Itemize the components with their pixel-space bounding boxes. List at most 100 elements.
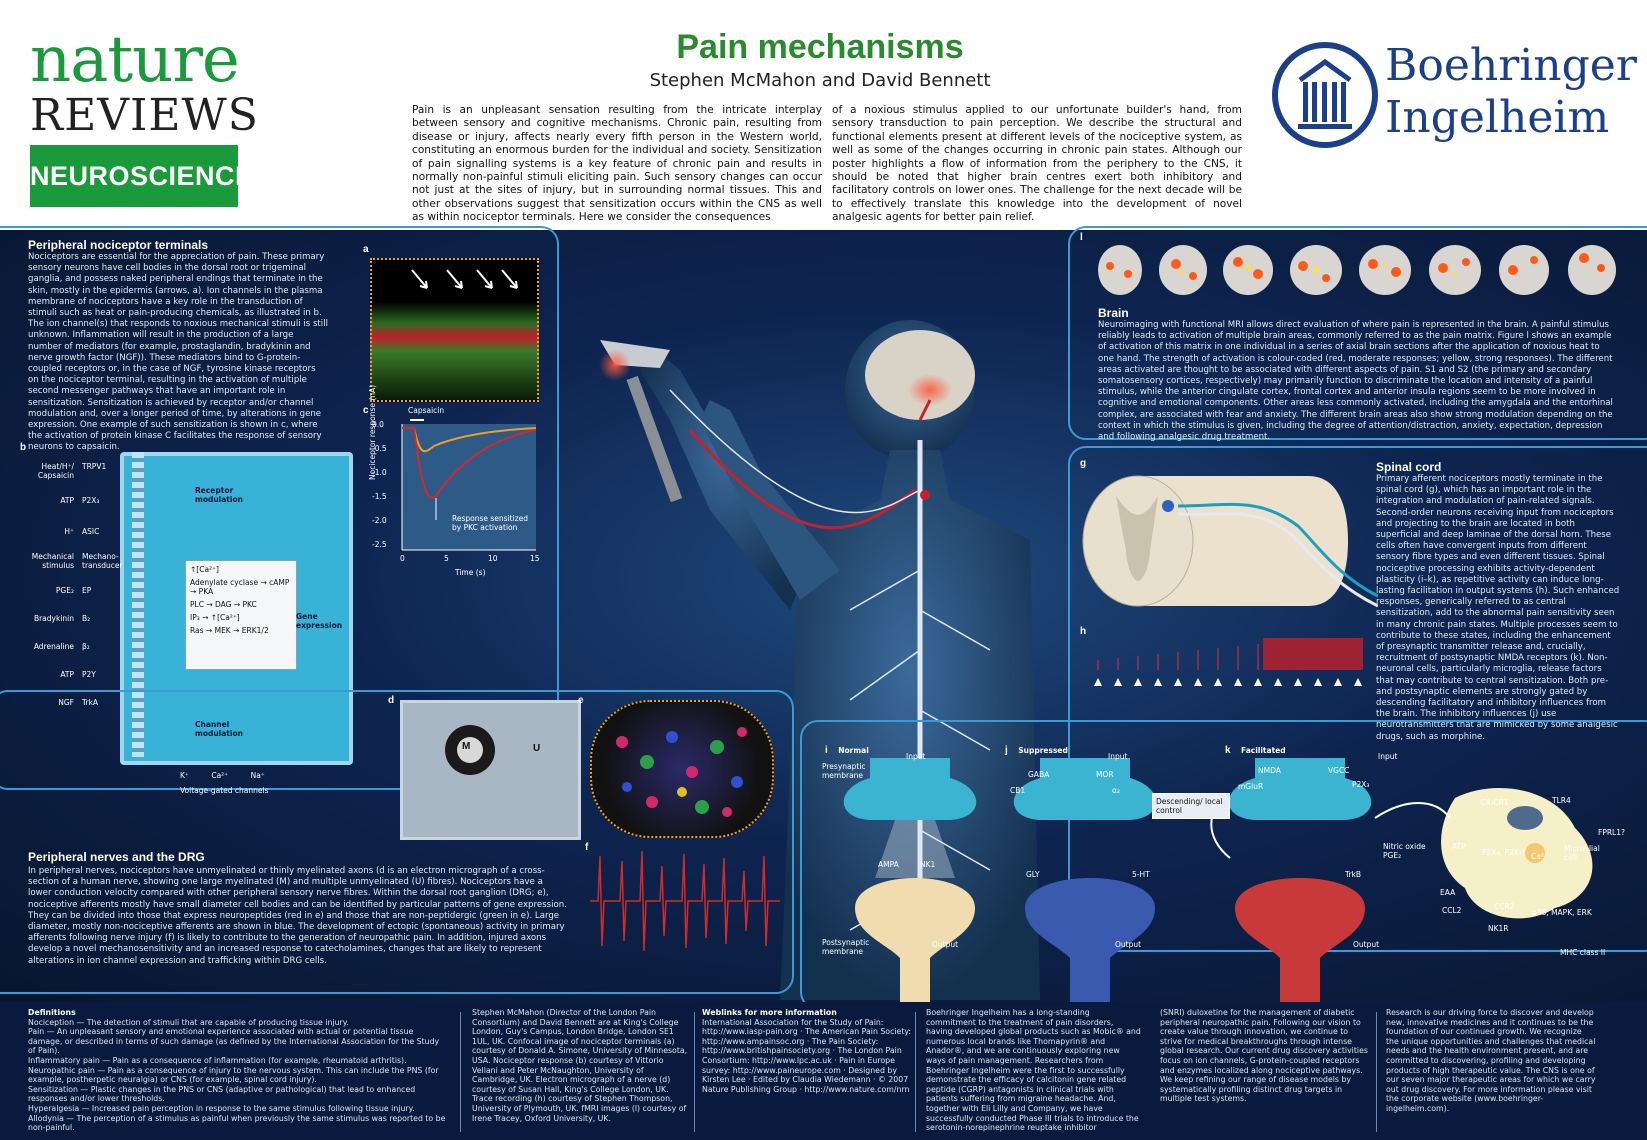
y-tick: -2.0 xyxy=(372,516,387,525)
definition-item: Inflammatory pain — Pain as a consequenc… xyxy=(28,1055,407,1065)
capsaicin-label: Capsaicin xyxy=(408,406,445,415)
gaba-label: GABA xyxy=(1028,770,1050,779)
drg-cell-bodies xyxy=(616,727,747,817)
definitions-column: Definitions Nociception — The detection … xyxy=(28,1008,448,1133)
receptor-label: TRPV1 xyxy=(82,462,107,471)
alpha2-label: α₂ xyxy=(1112,786,1120,795)
stimulus-label: ATP xyxy=(60,670,74,679)
peripheral-title: Peripheral nociceptor terminals xyxy=(28,238,209,252)
panel-k-label: k xyxy=(1225,745,1231,756)
myelinated-label: M xyxy=(462,741,471,752)
microglial-cell-label: Microglial cell xyxy=(1564,844,1600,862)
voltage-gated-channels-label: Voltage-gated channels xyxy=(180,786,269,795)
neuroscience-banner: NEUROSCIENCE xyxy=(30,145,253,207)
nk1r-label: NK1R xyxy=(1488,924,1509,933)
descending-control-label: Descending/ local control xyxy=(1156,797,1223,815)
channel-label: Ca²⁺ xyxy=(211,771,229,780)
bi-column-1: Boehringer Ingelheim has a long-standing… xyxy=(926,1008,1141,1133)
definition-item: Pain — An unpleasant sensory and emotion… xyxy=(28,1027,440,1056)
panel-j-title: Suppressed xyxy=(1018,746,1068,755)
panel-j-label: j xyxy=(1005,745,1008,756)
chart-c-annotation: Response sensitized by PKC activation xyxy=(452,514,529,532)
poster-authors: Stephen McMahon and David Bennett xyxy=(649,70,991,91)
presynaptic-label: Presynaptic membrane xyxy=(822,762,866,780)
receptor-label: ASIC xyxy=(82,527,100,536)
panel-b-label: b xyxy=(20,442,27,453)
arrows-icon xyxy=(411,269,518,289)
stimulus-label: PGE₂ xyxy=(55,586,74,595)
panel-f-label: f xyxy=(585,842,589,853)
nerves-title: Peripheral nerves and the DRG xyxy=(28,850,205,864)
human-figure-illustration xyxy=(599,320,1040,1000)
mor-label: MOR xyxy=(1096,770,1114,779)
input-label-i: Input xyxy=(906,752,926,761)
intro-text-left: Pain is an unpleasant sensation resultin… xyxy=(412,104,822,224)
pathway-text: PLC → DAG → PKC xyxy=(190,600,257,609)
panel-i-title: Normal xyxy=(838,746,869,755)
receptor-label: TrkA xyxy=(82,698,99,707)
spinal-title: Spinal cord xyxy=(1376,460,1442,474)
weblinks-text[interactable]: International Association for the Study … xyxy=(702,1017,912,1094)
synapse-suppressed: j Suppressed xyxy=(1005,740,1068,758)
receptor-label: EP xyxy=(82,586,92,595)
descending-control-box: Descending/ local control xyxy=(1152,793,1230,819)
poster-main: Peripheral nociceptor terminals Nocicept… xyxy=(0,226,1647,1010)
panel-h-label: h xyxy=(1080,626,1087,637)
stimulus-label: H⁺ xyxy=(64,527,74,536)
y-tick: -0.5 xyxy=(372,444,387,453)
mhc-label: MHC class II xyxy=(1560,948,1606,957)
postsynaptic-label: Postsynaptic membrane xyxy=(822,938,870,956)
synapse-facilitated: k Facilitated xyxy=(1225,740,1286,758)
cb1-label: CB1 xyxy=(1010,786,1026,795)
channel-modulation-label: Channel modulation xyxy=(195,720,243,738)
output-label-k: Output xyxy=(1353,940,1380,949)
panel-a-label: a xyxy=(363,244,369,255)
panel-d-label: d xyxy=(388,695,395,706)
cell-membrane xyxy=(132,452,144,757)
boehringer-line2: Ingelheim xyxy=(1385,92,1610,143)
spinal-text: Primary afferent nociceptors mostly term… xyxy=(1376,474,1620,742)
definition-item: Nociception — The detection of stimuli t… xyxy=(28,1017,349,1027)
cx3cr1-label: CX₃CR1 xyxy=(1480,798,1509,807)
pathway-text: Adenylate cyclase → cAMP → PKA xyxy=(190,578,290,596)
p2x3-label: P2X₃ xyxy=(1352,780,1370,789)
y-tick: -1.0 xyxy=(372,468,387,477)
vgcc-label: VGCC xyxy=(1328,766,1350,775)
5ht-label: 5-HT xyxy=(1132,870,1150,879)
receptor-label: Mechano- transducer xyxy=(82,552,123,570)
unmyelinated-label: U xyxy=(533,743,541,754)
fmri-brain-slices xyxy=(1098,245,1616,295)
x-tick: 10 xyxy=(488,554,498,563)
p2x-label: P2X₄, P2X₇? xyxy=(1482,848,1526,857)
stimulus-label: Mechanical stimulus xyxy=(31,552,74,570)
brain-text: Neuroimaging with functional MRI allows … xyxy=(1098,320,1613,443)
weblinks-title: Weblinks for more information xyxy=(702,1008,837,1017)
definition-item: Neuropathic pain — Pain as a consequence… xyxy=(28,1065,439,1085)
boehringer-line1: Boehringer xyxy=(1385,40,1637,91)
nmda-label: NMDA xyxy=(1258,766,1281,775)
ampa-label: AMPA xyxy=(878,860,899,869)
tlr4-label: TLR4 xyxy=(1552,796,1571,805)
eaa-label: EAA xyxy=(1440,888,1456,897)
poster-footer: Definitions Nociception — The detection … xyxy=(0,1002,1647,1140)
chart-c-xlabel: Time (s) xyxy=(455,568,486,577)
pathway-text: Ras → MEK → ERK1/2 xyxy=(190,626,269,635)
credits-column: Stephen McMahon (Director of the London … xyxy=(472,1008,688,1123)
pathway-text: IP₃ → ↑[Ca²⁺] xyxy=(190,613,240,622)
pathway-text: ↑[Ca²⁺] xyxy=(190,565,219,574)
receptor-label: P2Y xyxy=(82,670,96,679)
synapse-normal: i Normal xyxy=(825,740,869,758)
x-tick: 0 xyxy=(400,554,405,563)
definition-item: Sensitization — Plastic changes in the P… xyxy=(28,1084,416,1104)
stimulus-label: Bradykinin xyxy=(33,614,74,623)
channel-label: Na⁺ xyxy=(250,771,265,780)
x-tick: 15 xyxy=(530,554,540,563)
stimulus-label: NGF xyxy=(58,698,74,707)
reviews-wordmark: REVIEWS xyxy=(30,90,259,141)
panel-g-label: g xyxy=(1080,458,1087,469)
panel-c-label: c xyxy=(363,405,369,416)
brain-panel xyxy=(1068,226,1647,440)
ccr2-label: CCR2 xyxy=(1494,902,1515,911)
peripheral-panel xyxy=(0,226,559,790)
y-tick: 0.0 xyxy=(372,420,384,429)
